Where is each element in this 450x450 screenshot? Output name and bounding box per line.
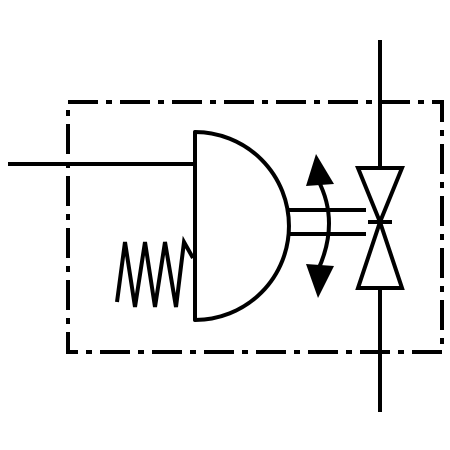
dash-dot-frame xyxy=(66,100,444,354)
rotation-arrowhead-down xyxy=(306,264,334,298)
rotation-arrowhead-up xyxy=(306,154,334,186)
signal-line xyxy=(8,162,197,178)
spring-icon xyxy=(115,235,195,308)
rotation-arc xyxy=(316,179,331,271)
butterfly-valve-icon xyxy=(355,166,405,290)
diaphragm-actuator-icon xyxy=(193,130,291,322)
